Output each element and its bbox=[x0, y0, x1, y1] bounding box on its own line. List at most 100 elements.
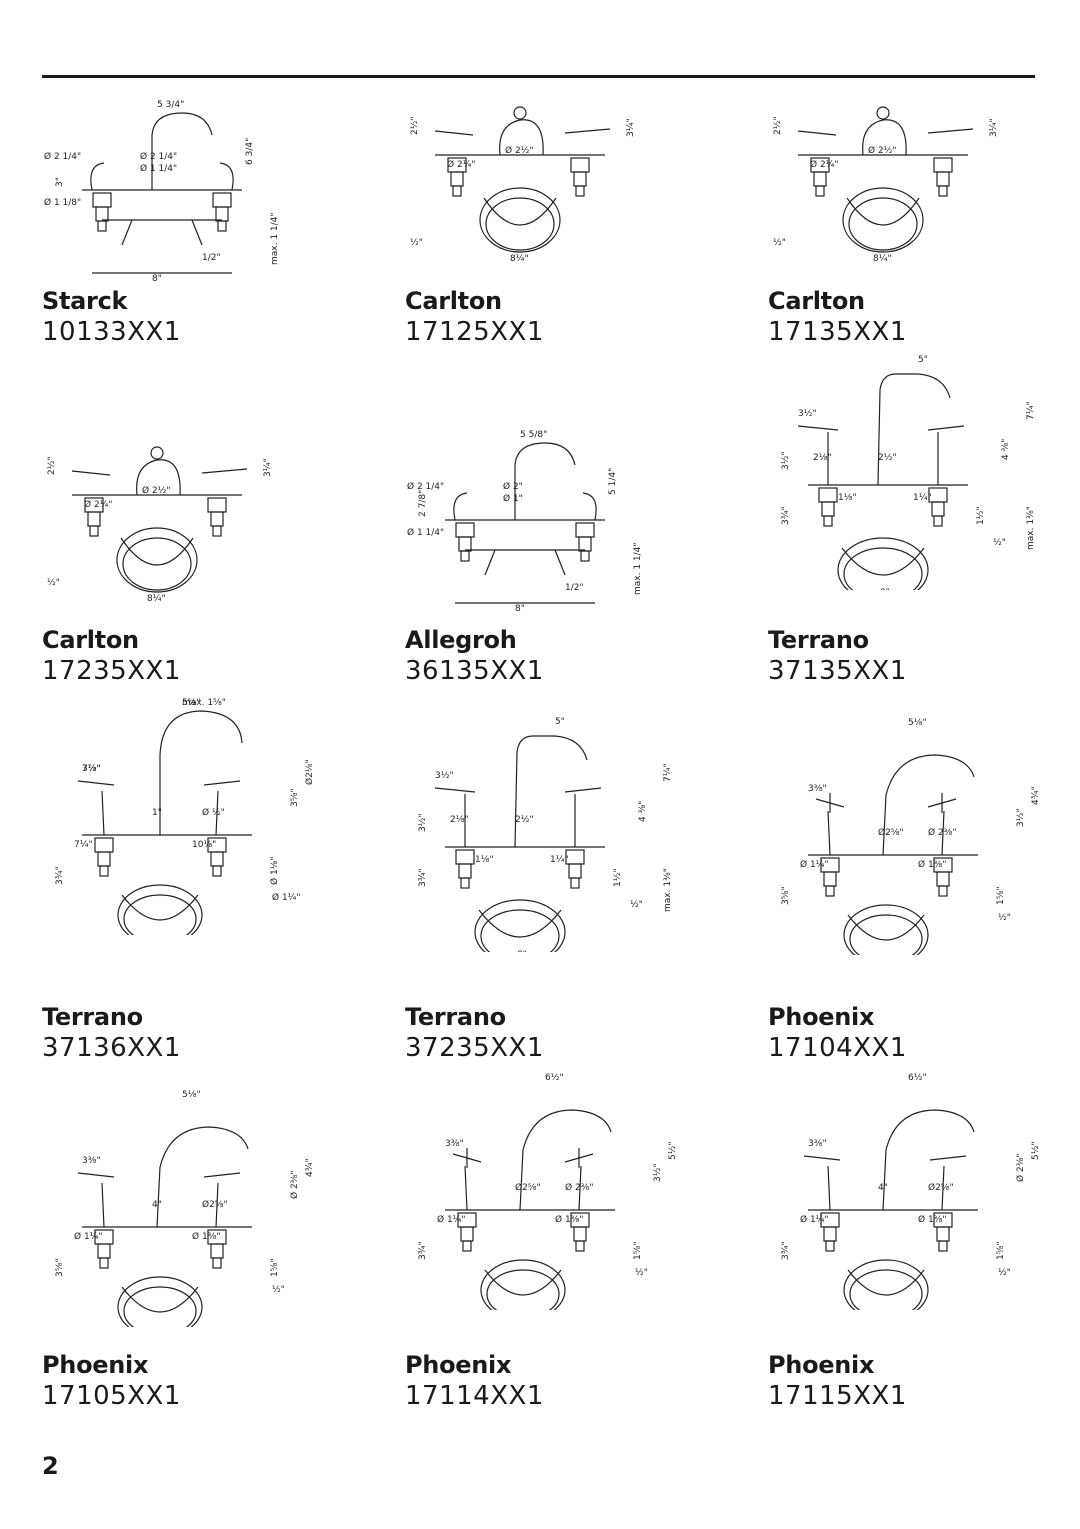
dimension-label: Ø 1⅜" bbox=[192, 1231, 221, 1242]
dimension-label: ½" bbox=[630, 900, 643, 910]
product-name: Carlton bbox=[405, 287, 502, 315]
product-cell: 2½"3¼"Ø 2½"Ø 2¼"½"8¼" Carlton 17135XX1 bbox=[768, 95, 1068, 350]
dimension-label: 1⅝" bbox=[633, 1241, 643, 1260]
dimension-label: 2 7/8" bbox=[418, 490, 428, 517]
product-code: 17105XX1 bbox=[42, 1381, 181, 1411]
dimension-label: 1⅝" bbox=[996, 1241, 1006, 1260]
dimension-label: 1" bbox=[152, 808, 162, 818]
dimension-label: Ø 2⅜" bbox=[565, 1182, 594, 1193]
product-cell: 5"3½"3½"2⅛"2½"7¼"4 ⅜"3¾"1⅛"1¼"1½"½"max. … bbox=[768, 345, 1068, 690]
product-cell: 5⅛"3⅜"4"Ø2⅝"Ø 2⅜"4¾"6⅝"Ø 1¼"Ø 1⅜"3⅝"1⅝"½… bbox=[42, 1065, 342, 1425]
faucet-schematic: 2½"3¼"Ø 2½"Ø 2¼"½"8¼" bbox=[773, 106, 999, 264]
faucet-schematic: 2½"3¼"Ø 2½"Ø 2¼"½"8¼" bbox=[47, 446, 273, 604]
faucet-drawing: 5 3/4"6 3/4"Ø 2 1/4"Ø 2 1/4"Ø 1 1/4"3"Ø … bbox=[42, 95, 322, 335]
dimension-label: Ø 2" bbox=[503, 481, 523, 492]
dimension-label: 3¼" bbox=[626, 118, 636, 137]
dimension-label: 1⅛" bbox=[475, 855, 494, 865]
product-name: Terrano bbox=[42, 1003, 143, 1031]
dimension-label: Ø2⅝" bbox=[928, 1182, 954, 1193]
dimension-label: 3¾" bbox=[781, 1241, 791, 1260]
product-cell: 5 3/4"6 3/4"Ø 2 1/4"Ø 2 1/4"Ø 1 1/4"3"Ø … bbox=[42, 95, 342, 350]
faucet-drawing: 6½"3⅜"Ø2⅝"Ø 2⅜"3½"5½"8⅛"Ø 1¼"Ø 1⅜"3¾"1⅝"… bbox=[405, 1070, 685, 1310]
dimension-label: 4" bbox=[878, 1183, 888, 1193]
dimension-label: ½" bbox=[635, 1268, 648, 1278]
faucet-drawing: 5"3½"3½"2⅛"2½"7¼"4 ⅜"3¾"1⅛"1¼"1½"½"max. … bbox=[768, 350, 1048, 590]
dimension-label: 3¾" bbox=[418, 1241, 428, 1260]
dimension-label: 8¼" bbox=[147, 594, 166, 604]
dimension-label: ½" bbox=[272, 1285, 285, 1295]
faucet-schematic: 5"3½"3½"2⅛"2½"7¼"4 ⅜"3¾"1⅛"1¼"1½"½"max. … bbox=[418, 717, 673, 952]
dimension-label: 1¼" bbox=[913, 493, 932, 503]
dimension-label: 3⅜" bbox=[808, 1139, 827, 1149]
dimension-label: Ø 1¼" bbox=[800, 859, 829, 870]
dimension-label: 2½" bbox=[773, 116, 783, 135]
dimension-label: 6 3/4" bbox=[245, 138, 255, 165]
dimension-label: 1⅝" bbox=[996, 886, 1006, 905]
dimension-label: 3⅜" bbox=[82, 1156, 101, 1166]
dimension-label: 1⅝" bbox=[270, 1258, 280, 1277]
dimension-label: Ø 2¼" bbox=[810, 159, 839, 170]
dimension-label: 3¾" bbox=[781, 506, 791, 525]
product-cell: 5 5/8"5 1/4"Ø 2 1/4"Ø 2"Ø 1"2 7/8"Ø 1 1/… bbox=[405, 345, 705, 690]
dimension-label: Ø 2 1/4" bbox=[407, 481, 444, 492]
product-name: Starck bbox=[42, 287, 128, 315]
product-code: 17114XX1 bbox=[405, 1381, 544, 1411]
dimension-label: Ø 1¼" bbox=[800, 1214, 829, 1225]
dimension-label: 8" bbox=[152, 274, 162, 284]
dimension-label: Ø 1¼" bbox=[437, 1214, 466, 1225]
faucet-schematic: 6½"3⅜"4"Ø2⅝"Ø 2⅜"5½"8⅛"Ø 1¼"Ø 1⅜"3¾"1⅝"½… bbox=[781, 1073, 1041, 1310]
faucet-drawing: 5⅛"3⅜"4"Ø2⅝"Ø 2⅜"4¾"6⅝"Ø 1¼"Ø 1⅜"3⅝"1⅝"½… bbox=[42, 1087, 322, 1327]
dimension-label: ½" bbox=[998, 913, 1011, 923]
dimension-label: 4 ⅜" bbox=[638, 801, 648, 822]
dimension-label: 1/2" bbox=[565, 583, 584, 593]
product-code: 17125XX1 bbox=[405, 317, 544, 347]
dimension-label: Ø 2¼" bbox=[447, 159, 476, 170]
product-code: 17235XX1 bbox=[42, 656, 181, 686]
dimension-label: 5" bbox=[918, 355, 928, 365]
dimension-label: 4" bbox=[152, 1200, 162, 1210]
product-code: 17115XX1 bbox=[768, 1381, 907, 1411]
dimension-label: ½" bbox=[410, 238, 423, 248]
dimension-label: max. 1 1/4" bbox=[270, 212, 280, 265]
dimension-label: 3" bbox=[55, 177, 65, 187]
dimension-label: 1/2" bbox=[202, 253, 221, 263]
faucet-drawing: 5⅛"3⅜"Ø2⅝"Ø 2⅜"3½"4¾"6⅝"Ø 1¼"Ø 1⅜"3⅝"1⅝"… bbox=[768, 715, 1048, 955]
dimension-label: 2⅛" bbox=[813, 453, 832, 463]
dimension-label: Ø 2½" bbox=[505, 145, 534, 156]
dimension-label: Ø 2½" bbox=[868, 145, 897, 156]
dimension-label: 8" bbox=[515, 604, 525, 614]
dimension-label: 3⅝" bbox=[55, 1258, 65, 1277]
dimension-label: 3¾" bbox=[55, 866, 65, 885]
dimension-label: 7¼" bbox=[663, 763, 673, 782]
dimension-label: 3½" bbox=[1016, 808, 1026, 827]
dimension-label: 1½" bbox=[613, 868, 623, 887]
product-code: 37135XX1 bbox=[768, 656, 907, 686]
product-cell: 2½"3¼"Ø 2½"Ø 2¼"½"8¼" Carlton 17125XX1 bbox=[405, 95, 705, 350]
dimension-label: 5⅝" bbox=[182, 698, 201, 708]
dimension-label: 4¾" bbox=[305, 1158, 315, 1177]
product-name: Carlton bbox=[42, 626, 139, 654]
dimension-label: max. 1 1/4" bbox=[633, 542, 643, 595]
dimension-label: 5½" bbox=[668, 1141, 678, 1160]
dimension-label: 8¼" bbox=[510, 254, 529, 264]
dimension-label: max. 1⅝" bbox=[182, 698, 226, 708]
dimension-label: Ø 1⅛" bbox=[269, 856, 280, 885]
dimension-label: 8¼" bbox=[873, 254, 892, 264]
dimension-label: Ø 1⅜" bbox=[918, 859, 947, 870]
product-name: Phoenix bbox=[768, 1351, 875, 1379]
dimension-label: 5" bbox=[555, 717, 565, 727]
dimension-label: 5⅛" bbox=[908, 718, 927, 728]
dimension-label: 6½" bbox=[545, 1073, 564, 1083]
dimension-label: Ø 1 1/8" bbox=[44, 197, 81, 208]
product-name: Phoenix bbox=[42, 1351, 149, 1379]
product-name: Phoenix bbox=[405, 1351, 512, 1379]
product-cell: 6½"3⅜"Ø2⅝"Ø 2⅜"3½"5½"8⅛"Ø 1¼"Ø 1⅜"3¾"1⅝"… bbox=[405, 1065, 705, 1425]
dimension-label: Ø 2⅜" bbox=[928, 827, 957, 838]
product-cell: 6½"3⅜"4"Ø2⅝"Ø 2⅜"5½"8⅛"Ø 1¼"Ø 1⅜"3¾"1⅝"½… bbox=[768, 1065, 1068, 1425]
faucet-schematic: 5 3/4"6 3/4"Ø 2 1/4"Ø 2 1/4"Ø 1 1/4"3"Ø … bbox=[44, 100, 280, 284]
dimension-label: 5 5/8" bbox=[520, 430, 547, 440]
faucet-drawing: 5 5/8"5 1/4"Ø 2 1/4"Ø 2"Ø 1"2 7/8"Ø 1 1/… bbox=[405, 425, 685, 665]
product-code: 17135XX1 bbox=[768, 317, 907, 347]
dimension-label: 4¾" bbox=[1031, 786, 1041, 805]
faucet-schematic: 2½"3¼"Ø 2½"Ø 2¼"½"8¼" bbox=[410, 106, 636, 264]
